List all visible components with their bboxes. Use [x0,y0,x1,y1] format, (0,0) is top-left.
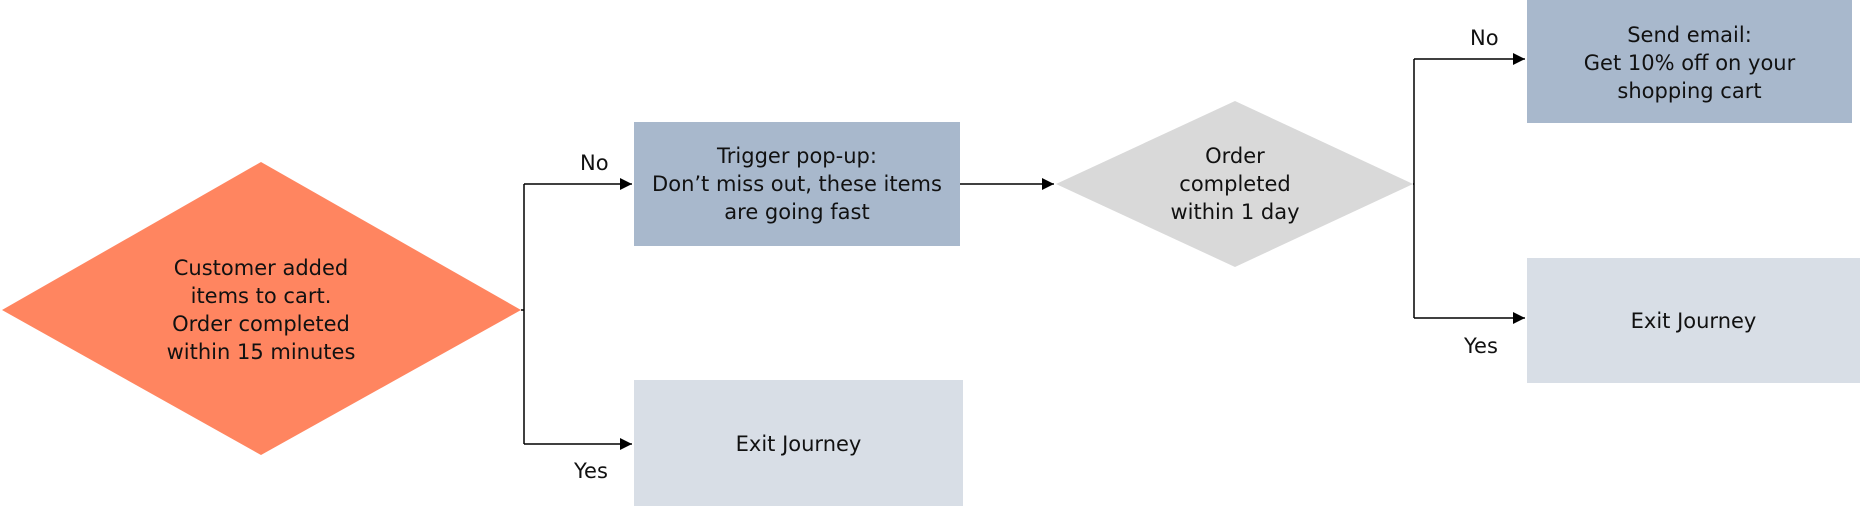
email-action-box [1527,0,1852,123]
popup-action-box [634,122,960,246]
exit-journey-box-2 [1527,258,1860,383]
edge-label-second-no: No [1470,26,1499,50]
email-action-label: Send email: Get 10% off on your shopping… [1583,23,1796,103]
edge-label-start-no: No [580,151,609,175]
second-decision-label: Order completed within 1 day [1170,144,1300,224]
exit-journey-label-2: Exit Journey [1630,309,1757,333]
edge-label-second-yes: Yes [1464,334,1498,358]
popup-action-label: Trigger pop-up: Don’t miss out, these it… [652,144,942,224]
second-decision-diamond [1056,101,1413,267]
start-decision-diamond [2,162,521,455]
edge-label-start-yes: Yes [574,459,608,483]
exit-journey-label-1: Exit Journey [735,432,862,456]
exit-journey-box-1 [634,380,963,506]
start-decision-label: Customer added items to cart. Order comp… [166,256,356,364]
